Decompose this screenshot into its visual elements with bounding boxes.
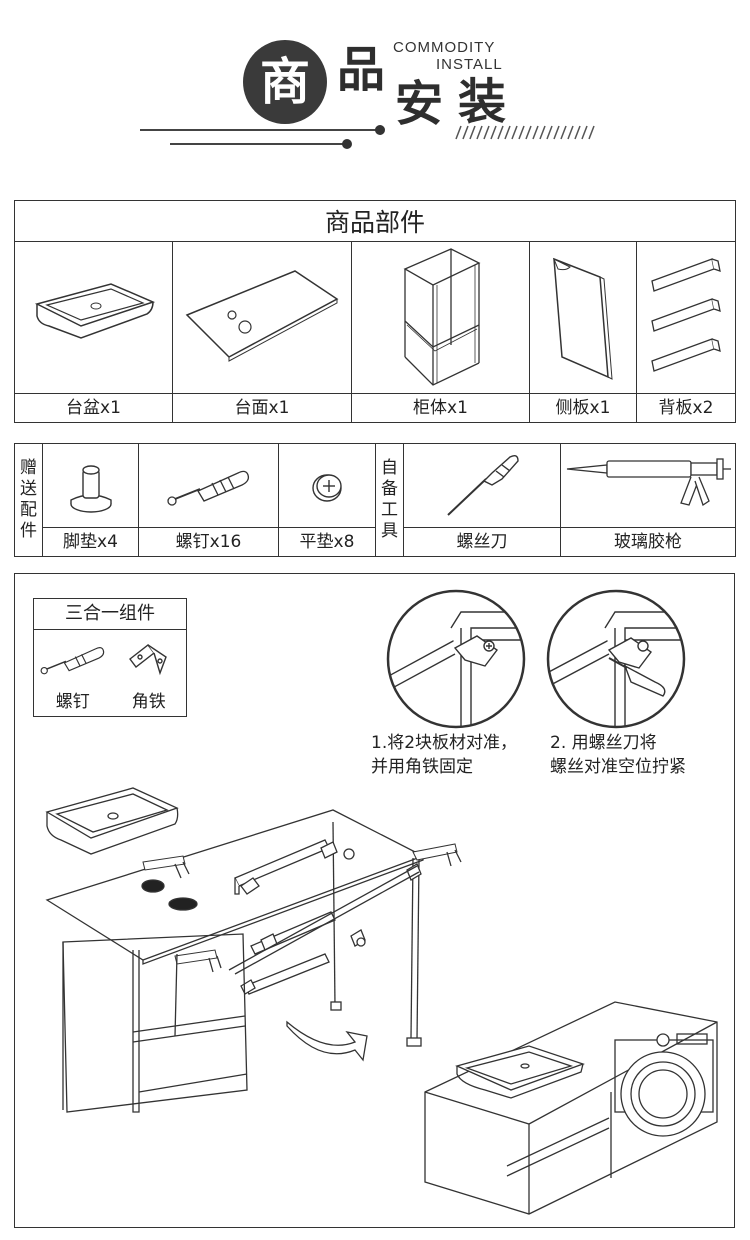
combo-cell-screw bbox=[33, 629, 112, 688]
acc-cell-screw bbox=[138, 443, 279, 528]
parts-label-countertop: 台面x1 bbox=[172, 393, 352, 423]
acc-cell-screwdriver bbox=[403, 443, 561, 528]
parts-title: 商品部件 bbox=[14, 200, 736, 242]
installation-diagram: 三合一组件 bbox=[14, 573, 735, 1228]
combo-cell-bracket bbox=[111, 629, 187, 688]
header-char-an: 安 bbox=[395, 76, 444, 132]
acc-label-caulk-gun: 玻璃胶枪 bbox=[560, 527, 736, 557]
parts-cell-countertop bbox=[172, 241, 352, 394]
lower-cabinet-part bbox=[62, 933, 248, 1113]
parts-label-cabinet: 柜体x1 bbox=[351, 393, 530, 423]
screwdriver-icon bbox=[447, 454, 519, 516]
step1-line2: 并用角铁固定 bbox=[371, 757, 473, 777]
parts-cell-cabinet bbox=[351, 241, 530, 394]
parts-cell-basin bbox=[14, 241, 173, 394]
step2-line2: 螺丝对准空位拧紧 bbox=[550, 757, 686, 777]
detail-circle-step2 bbox=[546, 589, 686, 729]
acc-cell-caulk-gun bbox=[560, 443, 736, 528]
cabinet-frame-icon bbox=[403, 248, 480, 386]
header-char-zhuang: 装 bbox=[458, 74, 507, 130]
back-panel-icon bbox=[651, 257, 721, 372]
foot-pad-icon bbox=[69, 464, 112, 513]
header-en-install: INSTALL bbox=[436, 56, 503, 73]
washer-icon bbox=[312, 473, 342, 502]
exploded-assembly-drawing bbox=[45, 787, 718, 1215]
parts-label-basin: 台盆x1 bbox=[14, 393, 173, 423]
assembled-cabinet bbox=[424, 1001, 718, 1215]
accessories-table: 赠送配件 bbox=[14, 443, 736, 557]
step2-line1: 2. 用螺丝刀将 bbox=[550, 733, 657, 753]
acc-label-screwdriver: 螺丝刀 bbox=[403, 527, 561, 557]
tools-label: 自备工具 bbox=[375, 443, 404, 557]
side-panel-icon bbox=[553, 257, 613, 380]
acc-label-washer: 平垫x8 bbox=[278, 527, 376, 557]
combo-label-bracket: 角铁 bbox=[111, 687, 187, 717]
gift-accessories-label: 赠送配件 bbox=[14, 443, 43, 557]
flow-arrow bbox=[286, 1020, 368, 1062]
acc-cell-foot-pad bbox=[42, 443, 139, 528]
header-char-pin: 品 bbox=[337, 42, 386, 98]
screw-icon bbox=[166, 470, 249, 506]
caulk-gun-icon bbox=[566, 457, 731, 506]
header-en-commodity: COMMODITY bbox=[393, 39, 496, 56]
combo-label-screw: 螺钉 bbox=[33, 687, 112, 717]
parts-cell-side-panel bbox=[529, 241, 637, 394]
angle-bracket-icon bbox=[128, 643, 167, 675]
acc-label-screw: 螺钉x16 bbox=[138, 527, 279, 557]
countertop-icon bbox=[185, 269, 339, 362]
acc-cell-washer bbox=[278, 443, 376, 528]
detail-circle-step1 bbox=[386, 589, 526, 729]
page-header: 商 品 COMMODITY INSTALL 安 装 bbox=[0, 0, 750, 170]
screw-icon bbox=[40, 646, 104, 675]
header-circle-char: 商 bbox=[243, 40, 327, 124]
combo-component-box: 三合一组件 bbox=[33, 598, 187, 717]
parts-label-side-panel: 侧板x1 bbox=[529, 393, 637, 423]
header-decor-lines bbox=[140, 125, 595, 149]
step1-line1: 1.将2块板材对准， bbox=[371, 733, 518, 753]
combo-title: 三合一组件 bbox=[33, 598, 187, 630]
parts-table: 商品部件 bbox=[14, 200, 736, 423]
parts-cell-back-panel bbox=[636, 241, 736, 394]
basin-icon bbox=[34, 282, 155, 339]
parts-label-back-panel: 背板x2 bbox=[636, 393, 736, 423]
acc-label-foot-pad: 脚垫x4 bbox=[42, 527, 139, 557]
